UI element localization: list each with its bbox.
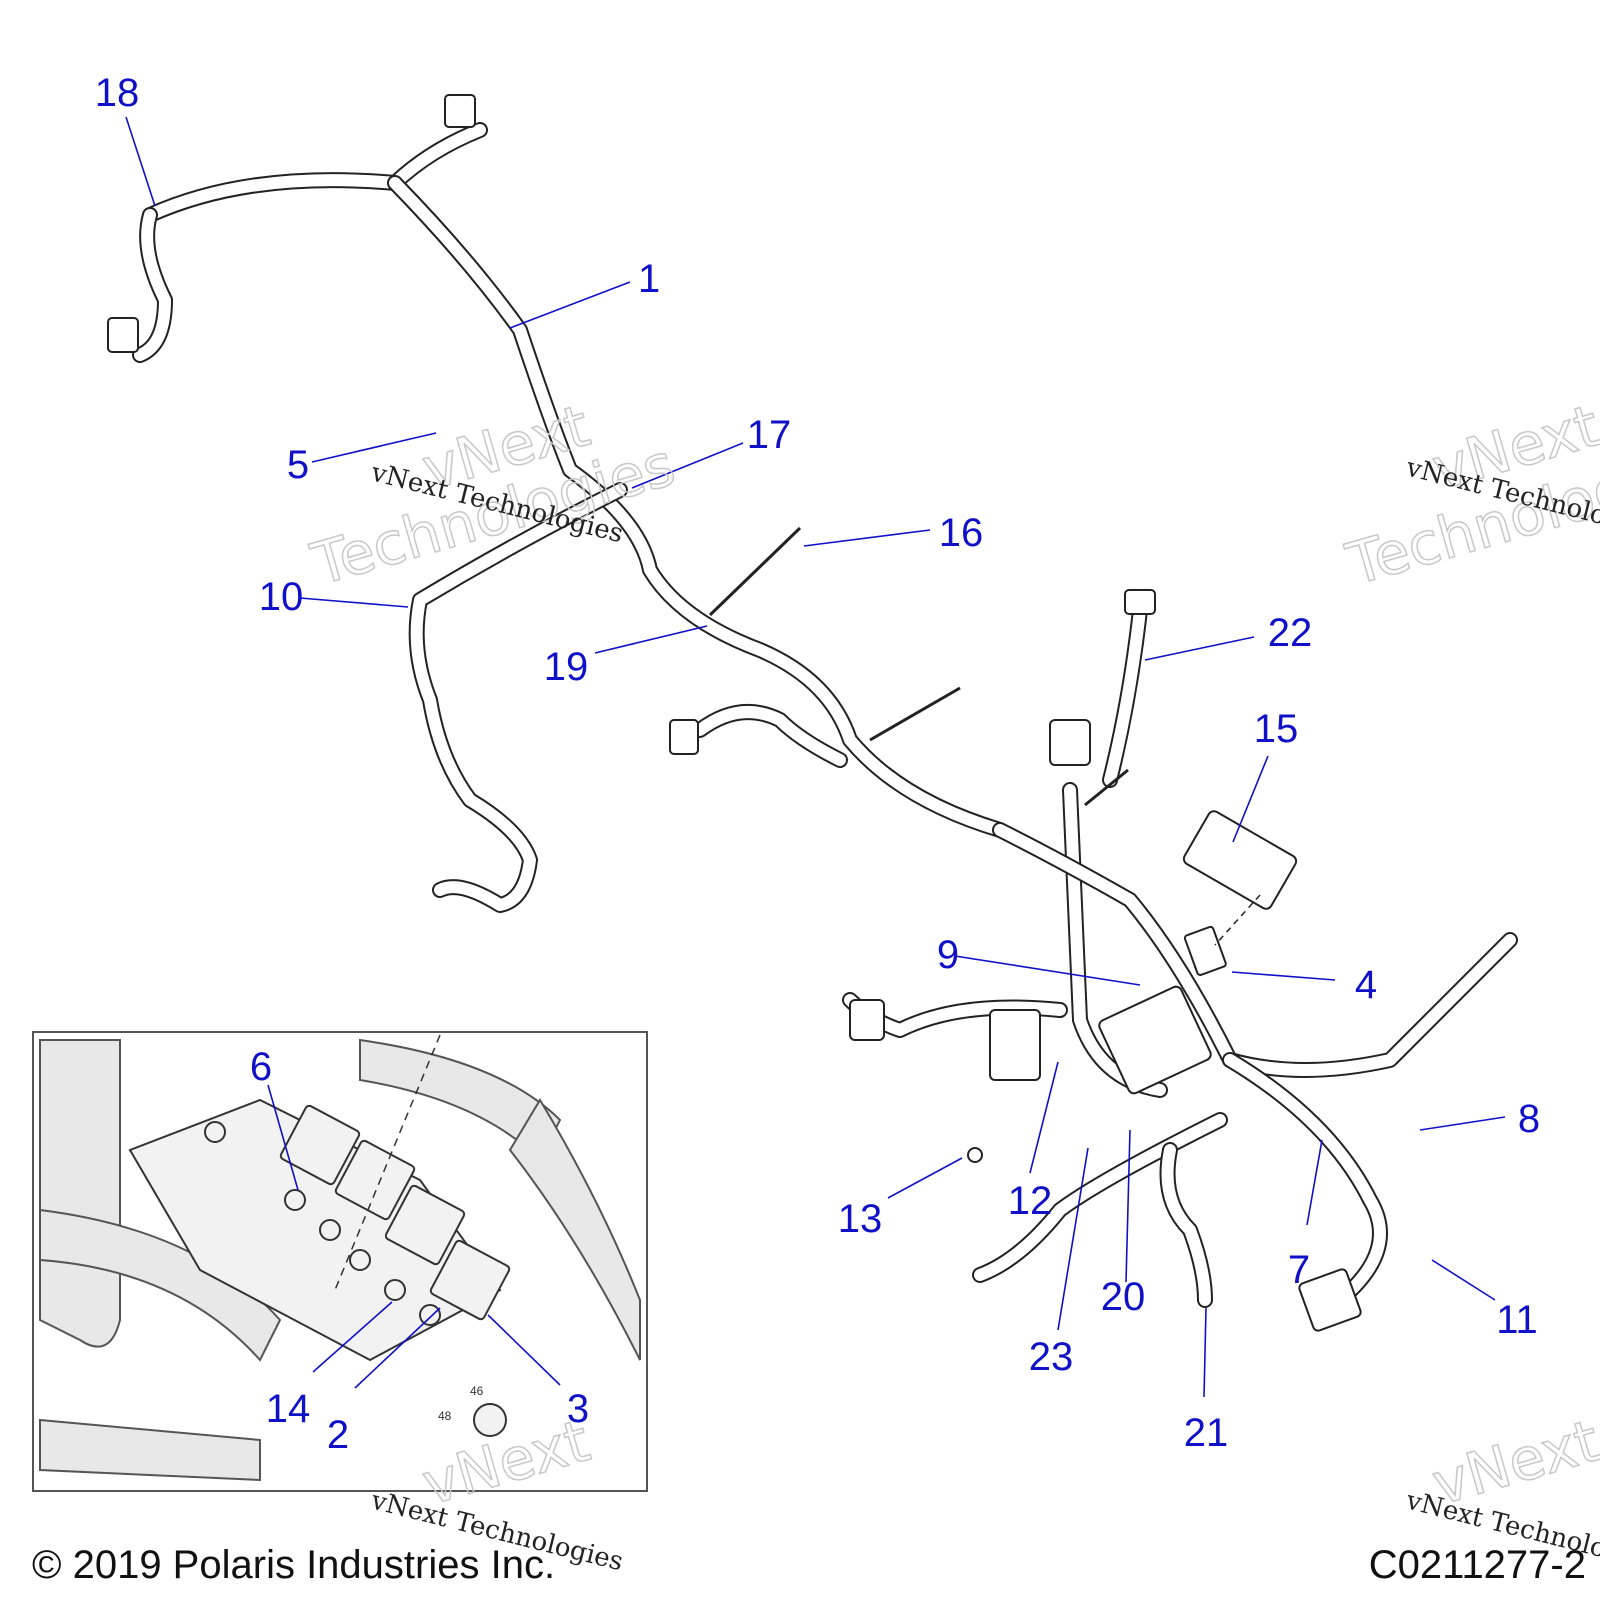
callout-15: 15 — [1254, 707, 1299, 751]
callout-19: 19 — [544, 645, 589, 689]
callout-16: 16 — [939, 511, 984, 555]
callout-14: 14 — [266, 1387, 311, 1431]
callout-21: 21 — [1184, 1411, 1229, 1455]
callout-1: 1 — [638, 257, 660, 301]
callout-17: 17 — [747, 413, 792, 457]
callout-22: 22 — [1268, 611, 1313, 655]
callout-13: 13 — [838, 1197, 883, 1241]
drawing-number: C0211277-2 — [1369, 1543, 1586, 1587]
callout-9: 9 — [937, 933, 959, 977]
callout-labels: 1 2 3 4 5 6 7 8 9 10 11 12 13 14 15 16 1… — [95, 71, 1540, 1457]
callout-20: 20 — [1101, 1275, 1146, 1319]
callout-11: 11 — [1496, 1298, 1538, 1342]
callout-5: 5 — [287, 443, 309, 487]
callout-18: 18 — [95, 71, 140, 115]
callout-6: 6 — [250, 1045, 272, 1089]
callout-3: 3 — [567, 1387, 589, 1431]
callout-10: 10 — [259, 575, 304, 619]
callout-23: 23 — [1029, 1335, 1074, 1379]
fuse-mark-46: 46 — [470, 1384, 484, 1398]
callout-4: 4 — [1355, 963, 1377, 1007]
fuse-mark-48: 48 — [438, 1409, 452, 1423]
detail-inset: 46 48 — [32, 1031, 648, 1492]
callout-2: 2 — [327, 1413, 349, 1457]
copyright-text: © 2019 Polaris Industries Inc. — [32, 1543, 555, 1587]
callout-7: 7 — [1288, 1248, 1310, 1292]
callout-12: 12 — [1008, 1179, 1053, 1223]
harness-line-art — [107, 94, 1518, 1332]
leader-lines — [125, 116, 1506, 1398]
callout-8: 8 — [1518, 1097, 1540, 1141]
